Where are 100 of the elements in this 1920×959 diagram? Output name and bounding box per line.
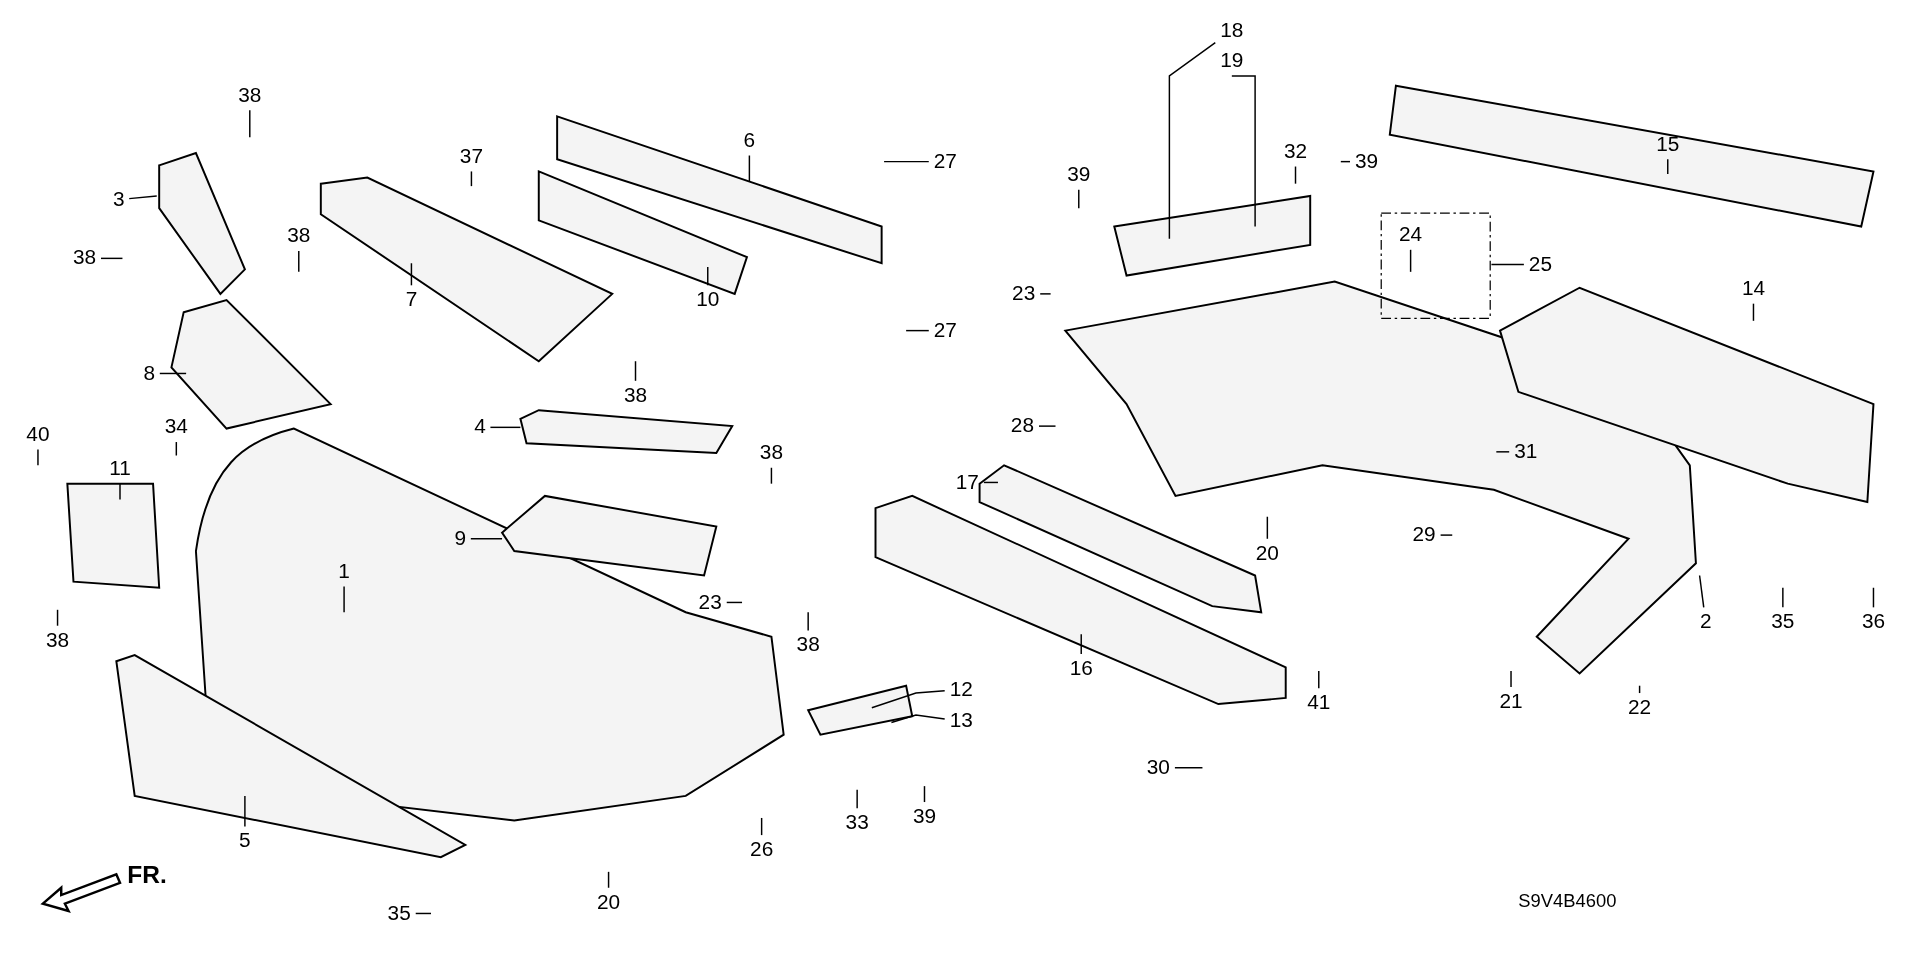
callout-number: 27 (932, 150, 959, 173)
leader-line (298, 250, 300, 273)
callout-number: 39 (1065, 164, 1092, 187)
callout-number: 24 (1397, 224, 1424, 247)
leader-line (175, 441, 178, 457)
callout-number: 34 (163, 416, 190, 439)
callout-number: 25 (1527, 253, 1554, 276)
callout-number: 22 (1626, 696, 1653, 719)
callout-number: 29 (1411, 524, 1437, 547)
callout-number: 15 (1654, 133, 1681, 156)
callout-number: 28 (1009, 415, 1036, 438)
leader-line (883, 160, 930, 163)
callout-number: 4 (473, 416, 487, 439)
callout-number: 13 (948, 710, 975, 733)
leader-line (1752, 302, 1755, 322)
leader-line (890, 714, 946, 724)
leader-line (607, 871, 610, 889)
callout-number: 3 (111, 188, 126, 211)
callout-number: 10 (694, 289, 721, 311)
callout-number: 11 (107, 457, 133, 480)
leader-line (1490, 263, 1525, 266)
leader-line (807, 611, 809, 632)
leader-line (707, 266, 709, 287)
callout-number: 38 (285, 225, 312, 248)
callout-number: 39 (1353, 150, 1380, 173)
leader-line (1080, 633, 1082, 655)
callout-number: 16 (1068, 657, 1095, 680)
leader-line (1266, 516, 1269, 540)
leader-line (770, 467, 773, 485)
leader-line (56, 609, 59, 627)
callout-number: 38 (71, 247, 98, 270)
callout-number: 20 (595, 891, 622, 914)
leader-line (343, 585, 345, 613)
leader-line (905, 329, 930, 332)
callout-number: 26 (748, 838, 775, 861)
callout-number: 32 (1282, 140, 1309, 163)
leader-line (128, 195, 158, 200)
leader-line (244, 795, 246, 828)
leader-line (1409, 249, 1412, 273)
callout-number: 5 (237, 830, 252, 853)
callout-number: 39 (911, 805, 938, 828)
leader-line (1318, 670, 1320, 689)
callout-number: 14 (1740, 277, 1767, 300)
callout-number: 8 (142, 362, 157, 385)
callout-number: 41 (1305, 691, 1332, 714)
leader-line (1872, 587, 1875, 609)
callout-number: 38 (795, 634, 821, 657)
leader-line (37, 448, 39, 467)
callout-number: 33 (844, 811, 870, 834)
callout-number: 17 (954, 471, 981, 494)
diagram-code: S9V4B4600 (1518, 890, 1617, 911)
leader-line (1039, 293, 1052, 295)
leader-line (1168, 41, 1217, 240)
leader-line (159, 372, 187, 375)
leader-line (1638, 684, 1641, 694)
callout-number: 38 (758, 442, 785, 465)
leader-line (100, 257, 124, 260)
callout-number: 23 (697, 591, 723, 614)
leader-line (634, 360, 637, 382)
callout-number: 31 (1512, 440, 1539, 463)
leader-line (1510, 670, 1512, 688)
leader-line (1294, 165, 1297, 185)
callout-number: 35 (1770, 611, 1796, 634)
leader-line (489, 426, 522, 429)
leader-line (414, 912, 432, 915)
callout-number: 23 (1010, 282, 1037, 305)
callout-number: 7 (404, 289, 419, 311)
leader-line (410, 262, 413, 287)
leader-line (923, 785, 926, 803)
callout-number: 38 (44, 629, 71, 652)
callout-number: 19 (1219, 50, 1245, 73)
leader-line (760, 817, 763, 836)
callout-number: 6 (742, 129, 757, 152)
callout-number: 38 (237, 84, 263, 107)
callout-number: 30 (1145, 756, 1172, 779)
leader-line (1782, 587, 1784, 609)
callout-number: 35 (386, 902, 412, 925)
callout-number: 40 (25, 423, 51, 446)
leader-line (1495, 451, 1510, 453)
leader-line (1667, 158, 1669, 175)
leader-line (470, 538, 503, 540)
leader-line (249, 109, 251, 138)
leader-line (1439, 534, 1453, 536)
callout-number: 9 (453, 527, 468, 550)
callout-number: 38 (622, 384, 649, 407)
leader-line (983, 481, 999, 484)
leader-line (1038, 425, 1057, 427)
leader-line (871, 690, 946, 709)
leader-line (1698, 574, 1705, 609)
leader-line (748, 154, 751, 182)
leader-line (1174, 767, 1204, 769)
leader-line (1231, 75, 1256, 228)
leader-line (470, 170, 473, 187)
leader-line (726, 601, 743, 604)
callout-number: 18 (1219, 19, 1245, 42)
front-direction-label: FR. (127, 860, 167, 889)
leader-line (119, 482, 121, 501)
leader-line (856, 789, 858, 809)
callout-number: 37 (458, 145, 485, 168)
callout-number: 1 (337, 560, 352, 583)
